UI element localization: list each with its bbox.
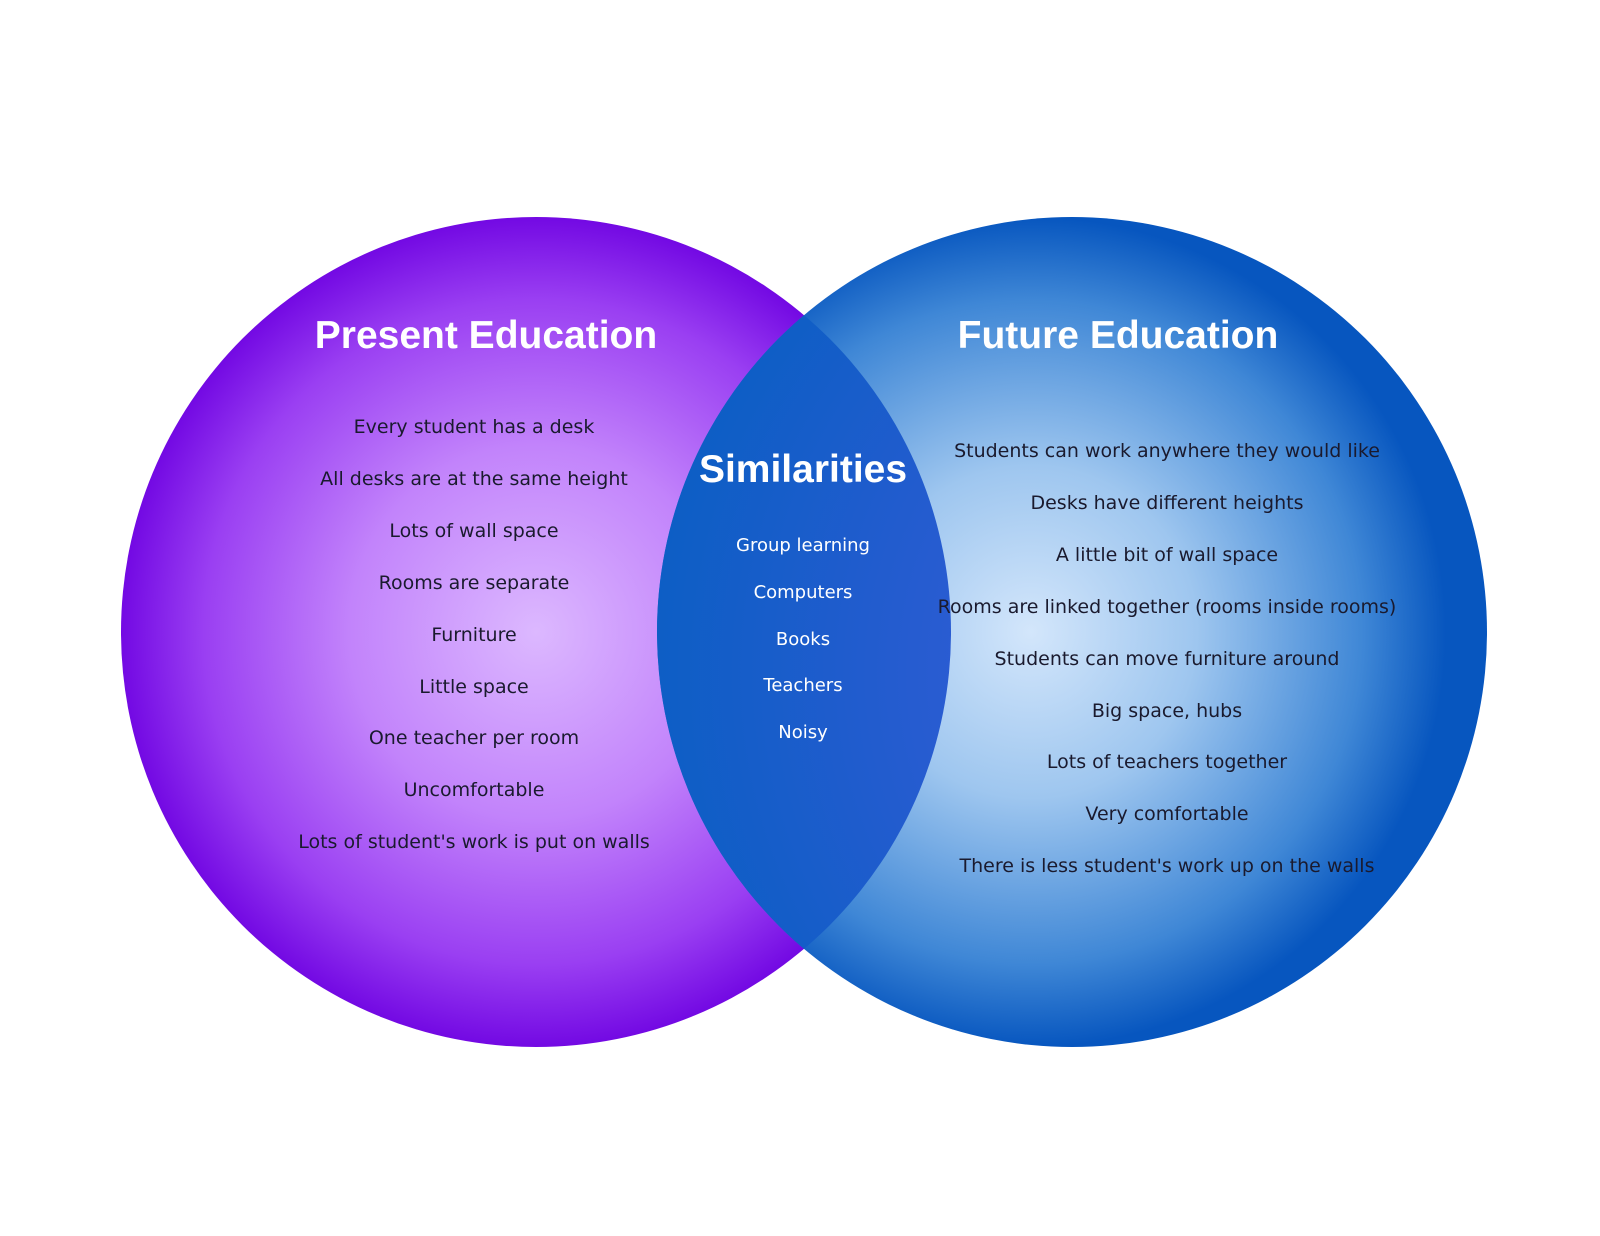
present-item: Lots of student's work is put on walls	[298, 831, 650, 853]
present-item: Uncomfortable	[404, 779, 545, 801]
present-education-list: Every student has a desk All desks are a…	[298, 416, 650, 853]
similarity-item: Group learning	[736, 535, 870, 556]
present-item: All desks are at the same height	[320, 468, 628, 490]
similarities-overlap	[657, 217, 951, 1047]
present-item: Furniture	[431, 624, 516, 646]
future-item: A little bit of wall space	[1056, 544, 1278, 566]
future-education-list: Students can work anywhere they would li…	[938, 440, 1397, 877]
similarity-item: Teachers	[762, 675, 842, 696]
future-item: Desks have different heights	[1030, 492, 1303, 514]
present-item: One teacher per room	[369, 727, 579, 749]
present-item: Rooms are separate	[379, 572, 570, 594]
present-item: Little space	[419, 676, 529, 698]
future-education-title: Future Education	[958, 314, 1279, 357]
similarities-list: Group learning Computers Books Teachers …	[736, 535, 870, 743]
similarities-title: Similarities	[699, 448, 907, 491]
present-item: Every student has a desk	[354, 416, 595, 438]
future-item: There is less student's work up on the w…	[958, 855, 1374, 877]
similarity-item: Computers	[754, 582, 853, 603]
similarity-item: Books	[776, 629, 830, 650]
future-item: Big space, hubs	[1092, 700, 1242, 722]
future-item: Rooms are linked together (rooms inside …	[938, 596, 1397, 618]
present-education-title: Present Education	[315, 314, 657, 357]
future-item: Lots of teachers together	[1047, 751, 1287, 773]
future-item: Students can work anywhere they would li…	[954, 440, 1380, 462]
future-item: Students can move furniture around	[995, 648, 1340, 670]
future-item: Very comfortable	[1085, 803, 1248, 825]
similarity-item: Noisy	[778, 722, 828, 743]
present-item: Lots of wall space	[389, 520, 558, 542]
